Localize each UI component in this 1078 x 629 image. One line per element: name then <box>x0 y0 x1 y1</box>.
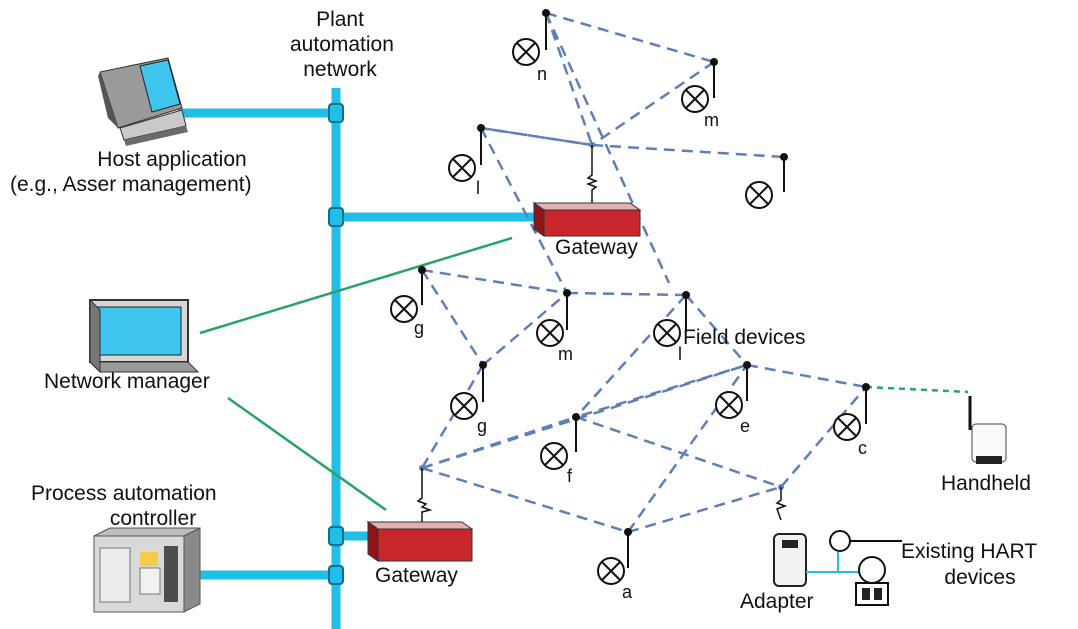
host-computer-icon <box>98 57 188 146</box>
process-controller-label-line1: Process automation <box>31 482 217 505</box>
adapter-label: Adapter <box>740 590 814 613</box>
field-device-g-mid <box>450 361 487 420</box>
handheld-link <box>865 385 969 394</box>
network-manager-computer-icon <box>88 298 200 374</box>
device-tag-l-mid: l <box>678 344 682 364</box>
field-device-a <box>597 528 632 585</box>
field-device-l-mid <box>653 291 690 347</box>
gateway-top-label: Gateway <box>555 236 638 259</box>
plant-network-label-line1: Plant <box>316 8 364 31</box>
mesh-router-nodes <box>419 142 784 490</box>
field-device-instruments <box>390 9 870 585</box>
hart-devices-label-line2: devices <box>944 566 1016 589</box>
field-device-n <box>512 9 550 66</box>
plant-network-label-line3: network <box>303 58 377 81</box>
handheld-icon <box>968 396 1007 464</box>
field-device-l-top <box>448 124 485 182</box>
hart-devices-label-line1: Existing HART <box>901 540 1038 563</box>
host-application-label-line1: Host application <box>97 148 247 171</box>
network-manager-label: Network manager <box>44 370 210 393</box>
handheld-label: Handheld <box>941 472 1031 495</box>
field-device-f <box>540 413 580 470</box>
wireless-mesh-links <box>420 11 867 534</box>
field-device-c <box>833 383 870 441</box>
backbone-connectors <box>328 103 344 585</box>
plant-network-label-line2: automation <box>290 33 394 56</box>
device-tag-n: n <box>537 64 548 84</box>
device-tag-a: a <box>622 582 633 602</box>
host-application-label-line2: (e.g., Asser management) <box>10 173 252 196</box>
hart-devices-icon <box>829 530 902 606</box>
device-tag-l-top: l <box>476 178 480 198</box>
device-tag-m-top: m <box>704 110 719 130</box>
device-tag-e: e <box>740 416 751 436</box>
gateway-top-device <box>532 145 642 237</box>
device-tag-c: c <box>858 438 867 458</box>
device-tag-g-mid: g <box>477 416 488 436</box>
field-device-g-top <box>390 266 426 323</box>
gateway-bottom-device <box>366 468 474 562</box>
gateway-bottom-label: Gateway <box>375 564 458 587</box>
device-tag-m-mid: m <box>558 344 573 364</box>
process-controller-label-line2: controller <box>109 507 197 530</box>
field-devices-label: Field devices <box>683 326 806 349</box>
network-manager-links <box>199 236 513 512</box>
device-tag-f: f <box>567 466 573 486</box>
field-device-m-mid <box>536 289 571 347</box>
field-device-unlabeled <box>745 153 788 209</box>
process-controller-icon <box>93 527 201 613</box>
device-tag-g-top: g <box>414 318 425 338</box>
field-device-m-top <box>681 58 718 113</box>
field-device-e <box>715 361 751 419</box>
